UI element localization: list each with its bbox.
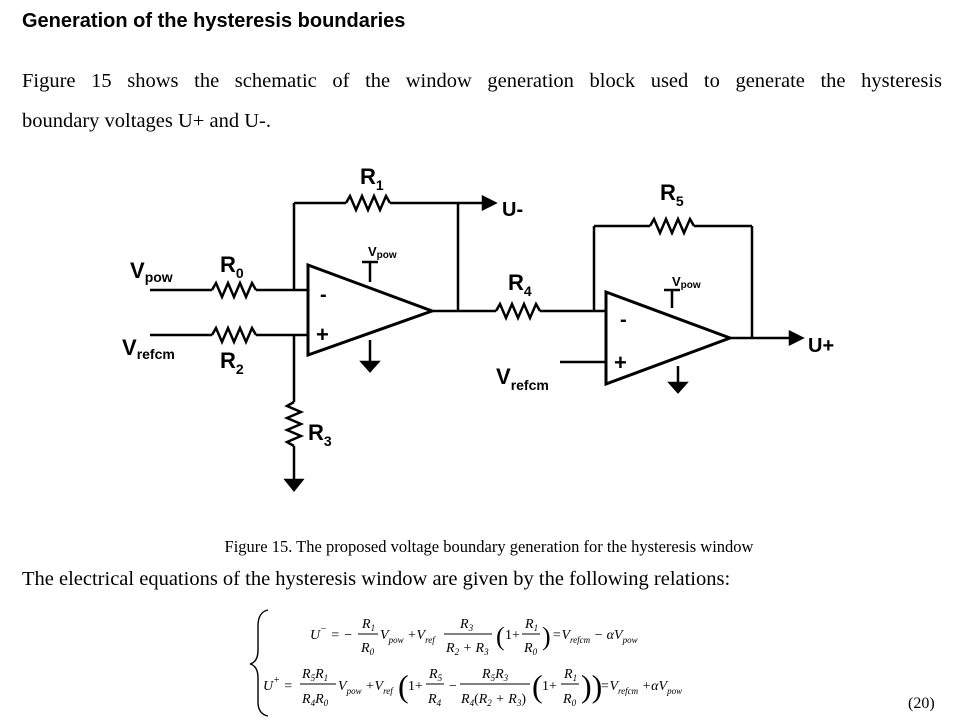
eq2-rhs: =Vrefcm +αVpow <box>600 679 682 696</box>
opamp-2 <box>604 289 735 387</box>
eq2-frac1-den: R4R0 <box>301 692 329 708</box>
resistor-r5 <box>648 215 696 237</box>
label-r3: R3 <box>308 420 332 449</box>
ground-opamp-1 <box>359 360 381 373</box>
eq2-minus: − <box>449 679 457 694</box>
opamp1-plus: + <box>316 322 329 347</box>
paragraph-intro-line2: boundary voltages U+ and U-. <box>22 110 271 132</box>
eq2-vpow: Vpow +Vref <box>338 679 394 696</box>
paragraph-intro: Figure 15 shows the schematic of the win… <box>22 61 942 141</box>
eq2-frac4-num: R1 <box>563 667 577 683</box>
equation-number: (20) <box>908 695 935 712</box>
paragraph-intro-line1: Figure 15 shows the schematic of the win… <box>22 70 942 92</box>
eq1-frac3-den: R0 <box>523 641 538 657</box>
opamp-1 <box>306 262 437 358</box>
eq1-lhs: U− = − <box>310 624 353 643</box>
opamp2-plus: + <box>614 350 627 375</box>
eq1-rhs: =Vrefcm − αVpow <box>552 628 638 645</box>
label-r2: R2 <box>220 348 244 377</box>
eq1-vpow: Vpow +Vref <box>380 628 436 645</box>
output-u-plus: U+ <box>808 335 834 357</box>
eq2-paren-close: )) <box>581 668 602 704</box>
eq2-one-inner: 1+ <box>542 679 557 694</box>
eq2-paren-inner-open: ( <box>532 668 543 704</box>
figure-caption: Figure 15. The proposed voltage boundary… <box>224 537 754 556</box>
arrow-u-plus <box>788 329 805 347</box>
resistor-r0 <box>210 279 258 301</box>
paragraph-equations-intro: The electrical equations of the hysteres… <box>22 568 731 590</box>
eq2-frac4-den: R0 <box>562 692 577 708</box>
ground-opamp-2 <box>667 381 689 394</box>
output-u-minus: U- <box>502 199 523 221</box>
eq2-frac2-num: R5 <box>428 667 443 683</box>
eq1-frac1-num: R1 <box>361 617 375 633</box>
label-vrefcm-input: Vrefcm <box>122 335 175 362</box>
label-vpow-input: Vpow <box>130 258 173 285</box>
eq1-paren-close: ) <box>542 622 551 651</box>
eq1-frac3-num: R1 <box>524 617 538 633</box>
label-vpow-opamp1: Vpow <box>368 244 397 261</box>
eq2-frac3-den: R4(R2 + R3) <box>460 692 526 708</box>
label-r5: R5 <box>660 180 684 209</box>
opamp2-minus: - <box>620 309 627 331</box>
label-vrefcm-opamp2: Vrefcm <box>496 364 549 393</box>
eq1-frac1-den: R0 <box>360 641 375 657</box>
label-r1: R1 <box>360 164 384 193</box>
ground-r3 <box>283 478 305 493</box>
eq1-paren-open: ( <box>496 622 505 651</box>
eq2-frac3-num: R5R3 <box>481 667 509 683</box>
opamp1-minus: - <box>320 284 327 306</box>
eq2-paren-open: ( <box>398 668 409 704</box>
eq2-lhs: U+ = <box>263 675 293 694</box>
eq2-frac1-num: R5R1 <box>301 667 328 683</box>
arrow-u-minus <box>481 194 498 212</box>
label-vpow-opamp2: Vpow <box>672 274 701 291</box>
section-heading: Generation of the hysteresis boundaries <box>22 10 406 32</box>
resistor-r1 <box>344 192 392 214</box>
eq1-frac2-num: R3 <box>459 617 474 633</box>
eq1-one: 1+ <box>505 628 520 643</box>
resistor-r4 <box>494 300 542 322</box>
resistor-r3 <box>283 400 305 448</box>
label-r4: R4 <box>508 270 532 299</box>
eq1-frac2-den: R2 + R3 <box>445 641 489 657</box>
eq2-frac2-den: R4 <box>427 692 442 708</box>
resistor-r2 <box>210 324 258 346</box>
label-r0: R0 <box>220 252 244 281</box>
eq2-one: 1+ <box>408 679 423 694</box>
